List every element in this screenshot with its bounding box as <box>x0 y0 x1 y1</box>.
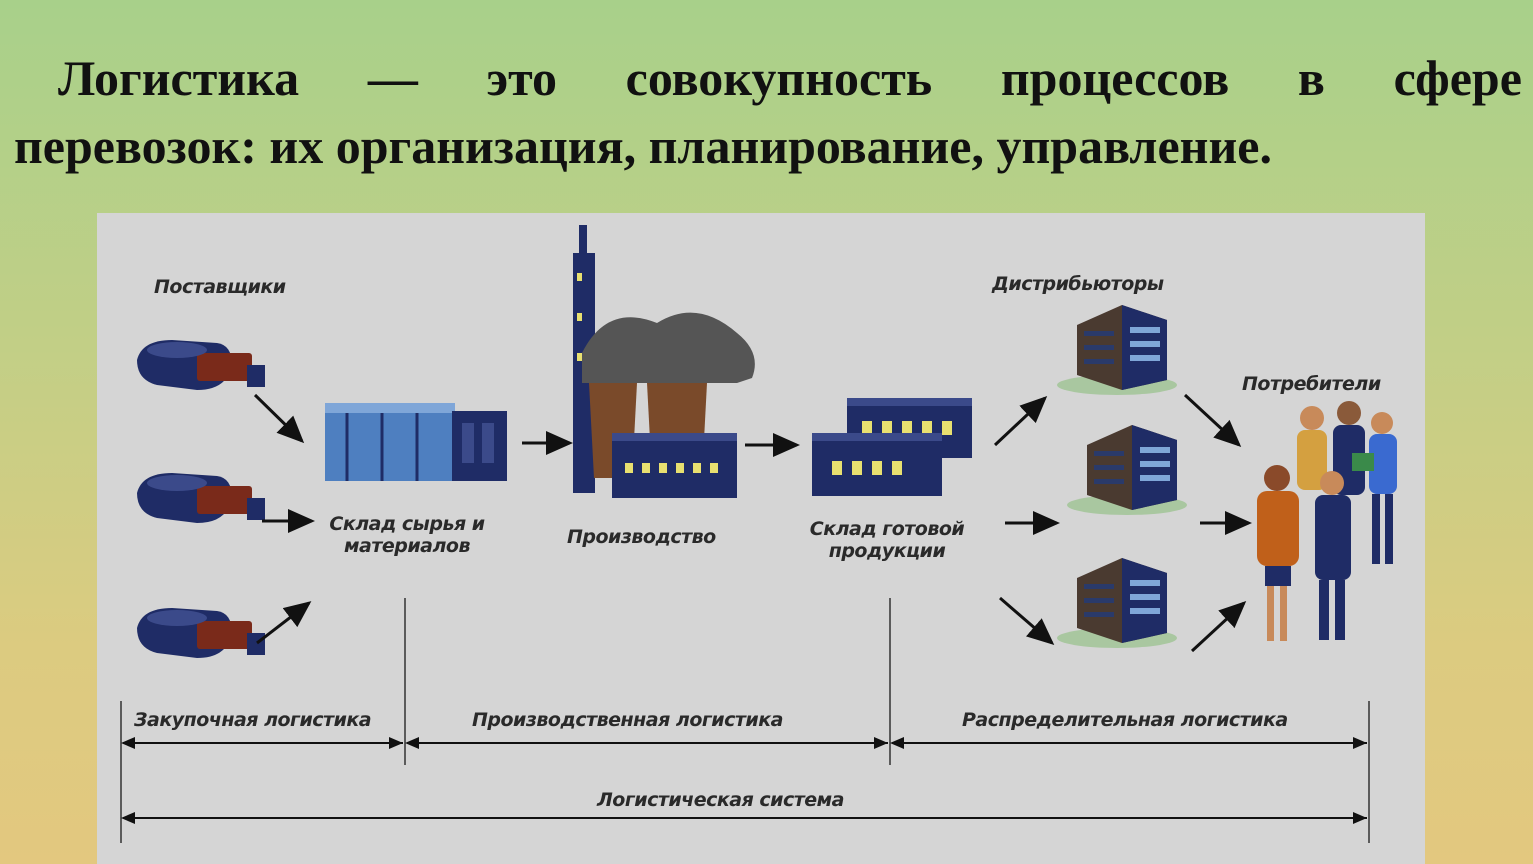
suppliers-label: Поставщики <box>154 276 286 298</box>
raw-warehouse-label-line2: материалов <box>344 535 470 557</box>
distributor-building-icon <box>1067 425 1187 515</box>
logistics-diagram: Поставщики Склад сырья и материалов Прои… <box>97 213 1425 864</box>
raw-warehouse-icon <box>325 403 507 481</box>
distribution-logistics-label: Распределительная логистика <box>962 709 1288 731</box>
consumers-icon <box>1257 401 1397 641</box>
raw-warehouse-label: Склад сырья и материалов <box>307 513 507 557</box>
procurement-logistics-label: Закупочная логистика <box>134 709 372 731</box>
flow-arrow <box>253 393 305 444</box>
factory-icon <box>573 225 755 498</box>
supplier-truck-icon <box>137 608 265 658</box>
diagram-graphics <box>120 225 1397 843</box>
production-logistics-label: Производственная логистика <box>472 709 783 731</box>
finished-warehouse-label-line2: продукции <box>828 540 946 562</box>
raw-warehouse-label-line1: Склад сырья и <box>329 513 485 535</box>
supplier-truck-icon <box>137 473 265 523</box>
finished-warehouse-label-line1: Склад готовой <box>809 518 965 540</box>
distributor-building-icon <box>1057 558 1177 648</box>
finished-warehouse-label: Склад готовой продукции <box>787 518 987 562</box>
flow-arrow <box>256 601 312 645</box>
heading-word: процессов <box>1000 50 1230 106</box>
heading-word: в <box>1297 50 1325 106</box>
flow-arrow <box>1190 600 1247 653</box>
distributors-label: Дистрибьюторы <box>992 273 1164 295</box>
supplier-truck-icon <box>137 340 265 390</box>
flow-arrow <box>993 395 1048 447</box>
heading-line-2: перевозок: их организация, планирование,… <box>14 118 1272 174</box>
production-label: Производство <box>567 526 716 548</box>
distributor-building-icon <box>1057 305 1177 395</box>
heading-word: — <box>367 50 418 106</box>
flow-arrow <box>1183 393 1242 448</box>
slide-heading: Логистика — это совокупность процессов в… <box>14 44 1522 180</box>
logistics-system-label: Логистическая система <box>597 789 844 811</box>
heading-word: Логистика <box>58 50 300 106</box>
flow-arrow <box>999 596 1055 645</box>
heading-line-1: Логистика — это совокупность процессов в… <box>14 44 1522 112</box>
finished-warehouse-icon <box>812 398 972 496</box>
heading-word: совокупность <box>625 50 933 106</box>
consumers-label: Потребители <box>1242 373 1381 395</box>
heading-word: сфере <box>1393 50 1522 106</box>
heading-word: это <box>486 50 557 106</box>
